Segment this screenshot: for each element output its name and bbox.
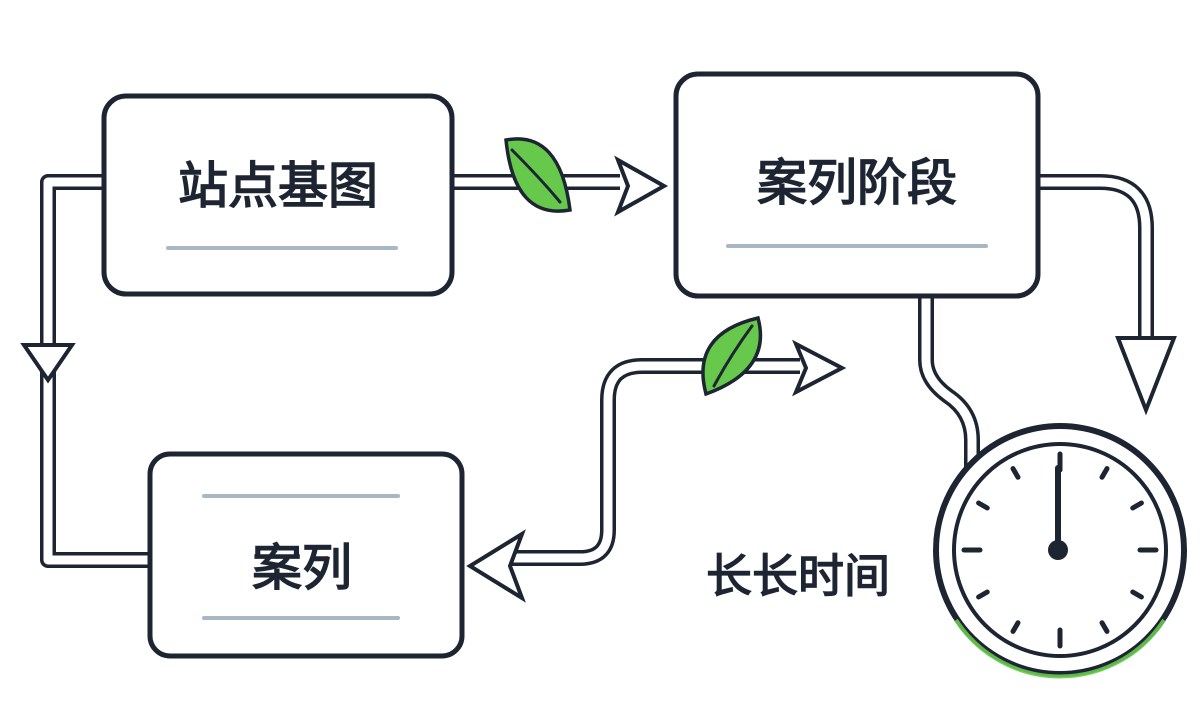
arrow-head-icon [466, 529, 526, 603]
clock-tick [1099, 466, 1110, 480]
leaf-icon [504, 137, 572, 213]
clock-tick [1099, 620, 1110, 634]
node-case-stage: 案列阶段 [673, 71, 1041, 299]
clock-tick [1010, 466, 1021, 480]
arrow-head-icon [792, 339, 847, 397]
clock-tick [1130, 500, 1144, 511]
long-time-label: 长长时间 [706, 549, 890, 603]
connector-stage-right-down [1038, 174, 1177, 416]
node-case-label: 案列 [252, 539, 352, 597]
node-case: 案列 [147, 451, 465, 659]
connector-stage-to-clock [918, 296, 980, 470]
connector-left-loop [20, 174, 150, 568]
clock-tick [1010, 620, 1021, 634]
clock-icon [933, 423, 1187, 679]
arrow-head-icon [20, 343, 76, 384]
leaf-icon [701, 315, 763, 397]
node-site-basemap: 站点基图 [101, 93, 455, 297]
connector-case-loop [466, 339, 847, 603]
node-case-stage-label: 案列阶段 [757, 154, 957, 212]
clock-tick [1130, 589, 1144, 600]
clock-tick [976, 589, 990, 600]
clock-tick [976, 500, 990, 511]
arrow-head-icon [1115, 336, 1177, 416]
node-site-basemap-label: 站点基图 [178, 157, 378, 215]
arrow-head-icon [614, 155, 669, 217]
